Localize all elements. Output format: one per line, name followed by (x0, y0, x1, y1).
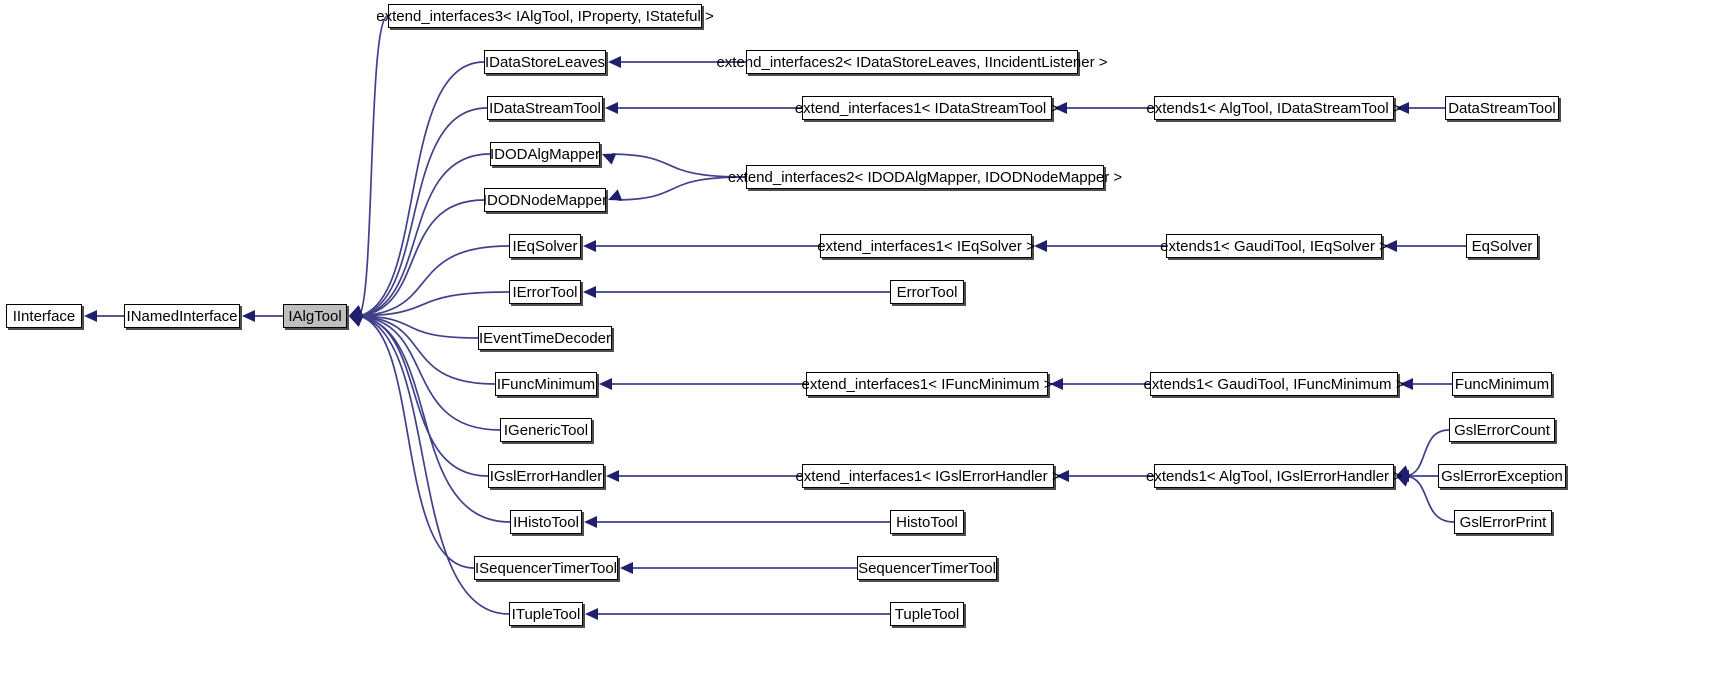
inheritance-arrowhead (349, 305, 364, 317)
inheritance-edge (358, 153, 491, 317)
class-node[interactable]: GslErrorException (1438, 464, 1566, 488)
inheritance-arrowhead (349, 305, 364, 317)
class-node[interactable]: EqSolver (1466, 234, 1538, 258)
class-node[interactable]: ITupleTool (509, 602, 583, 626)
class-node[interactable]: IEqSolver (509, 234, 581, 258)
class-node[interactable]: IDODAlgMapper (490, 142, 600, 166)
class-node[interactable]: extend_interfaces1< IFuncMinimum > (802, 372, 1052, 396)
class-node[interactable]: HistoTool (890, 510, 964, 534)
inheritance-arrowhead (599, 378, 612, 390)
inheritance-edge (358, 315, 479, 339)
class-node[interactable]: extend_interfaces1< IGslErrorHandler > (795, 464, 1061, 488)
class-node[interactable]: GslErrorPrint (1454, 510, 1552, 534)
class-node[interactable]: extends1< GaudiTool, IEqSolver > (1160, 234, 1388, 258)
inheritance-edge (358, 315, 489, 477)
inheritance-arrowhead (584, 516, 597, 528)
inheritance-arrowhead (349, 305, 364, 317)
inheritance-arrowhead (349, 305, 364, 317)
class-node[interactable]: extend_interfaces1< IEqSolver > (817, 234, 1035, 258)
inheritance-arrowhead (602, 153, 617, 165)
inheritance-arrowhead (349, 315, 364, 327)
inheritance-edge (358, 107, 488, 317)
class-node[interactable]: IGslErrorHandler (488, 464, 604, 488)
inheritance-arrowhead (608, 56, 621, 68)
inheritance-arrowhead (349, 315, 364, 327)
class-node[interactable]: INamedInterface (124, 304, 240, 328)
inheritance-arrowhead (620, 562, 633, 574)
class-node[interactable]: extends1< AlgTool, IGslErrorHandler > (1146, 464, 1402, 488)
inheritance-arrowhead (583, 286, 596, 298)
class-node[interactable]: IHistoTool (510, 510, 582, 534)
inheritance-arrowhead (349, 315, 364, 327)
inheritance-edge (358, 315, 496, 385)
class-node[interactable]: extend_interfaces1< IDataStreamTool > (795, 96, 1059, 120)
class-node[interactable]: IDODNodeMapper (483, 188, 607, 212)
class-node[interactable]: IInterface (6, 304, 82, 328)
class-node[interactable]: GslErrorCount (1449, 418, 1555, 442)
class-node[interactable]: IEventTimeDecoder (478, 326, 612, 350)
class-node[interactable]: extend_interfaces2< IDODAlgMapper, IDODN… (728, 165, 1122, 189)
inheritance-edge (358, 245, 510, 317)
inheritance-edge (358, 61, 485, 317)
class-node[interactable]: SequencerTimerTool (857, 556, 997, 580)
class-node[interactable]: IFuncMinimum (495, 372, 597, 396)
inheritance-arrowhead (606, 470, 619, 482)
inheritance-arrowhead (583, 240, 596, 252)
inheritance-arrowhead (84, 310, 97, 322)
inheritance-arrowhead (349, 305, 364, 317)
inheritance-edge (358, 15, 389, 317)
class-node[interactable]: extends1< AlgTool, IDataStreamTool > (1146, 96, 1402, 120)
inheritance-edge (611, 153, 747, 178)
class-node[interactable]: extends1< GaudiTool, IFuncMinimum > (1144, 372, 1404, 396)
inheritance-edge (358, 199, 485, 317)
inheritance-arrowhead (585, 608, 598, 620)
class-node[interactable]: ErrorTool (890, 280, 964, 304)
inheritance-arrowhead (242, 310, 255, 322)
inheritance-arrowhead (608, 189, 623, 201)
inheritance-arrowhead (605, 102, 618, 114)
inheritance-arrowhead (349, 315, 364, 327)
class-node[interactable]: IDataStreamTool (487, 96, 603, 120)
class-node[interactable]: TupleTool (890, 602, 964, 626)
class-node[interactable]: DataStreamTool (1445, 96, 1559, 120)
inheritance-edge (617, 176, 747, 201)
class-node[interactable]: IAlgTool (283, 304, 347, 328)
class-node[interactable]: extend_interfaces2< IDataStoreLeaves, II… (716, 50, 1108, 74)
class-node[interactable]: IDataStoreLeaves (484, 50, 606, 74)
class-node[interactable]: IErrorTool (509, 280, 581, 304)
inheritance-arrowhead (349, 315, 364, 327)
class-node[interactable]: FuncMinimum (1452, 372, 1552, 396)
inheritance-edge (358, 315, 475, 569)
inheritance-arrowhead (349, 315, 364, 327)
inheritance-arrowhead (349, 305, 364, 317)
inheritance-arrowhead (349, 315, 364, 327)
class-node[interactable]: IGenericTool (500, 418, 592, 442)
class-node[interactable]: ISequencerTimerTool (474, 556, 618, 580)
inheritance-edge (358, 291, 510, 317)
class-node[interactable]: extend_interfaces3< IAlgTool, IProperty,… (376, 4, 714, 28)
inheritance-arrowhead (349, 305, 364, 317)
inheritance-arrowhead (1034, 240, 1047, 252)
